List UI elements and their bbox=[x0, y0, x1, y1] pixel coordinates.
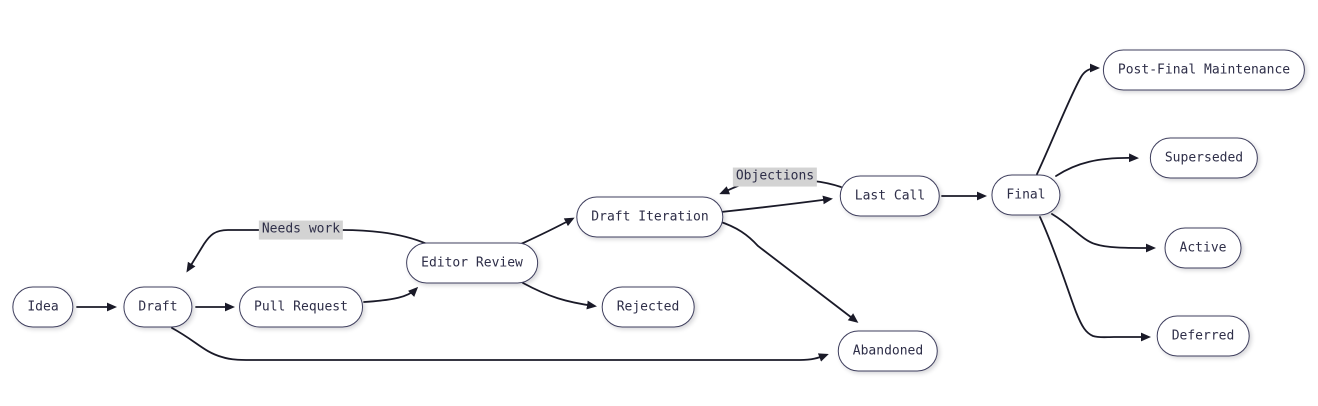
edge-draft-iteration-abandoned bbox=[717, 220, 859, 323]
edge-final-active bbox=[1051, 213, 1156, 253]
node-last-call: Last Call bbox=[839, 175, 941, 217]
node-pull-request: Pull Request bbox=[239, 286, 363, 328]
edge-final-superseded bbox=[1055, 153, 1139, 177]
edge-pull-request-editor-review bbox=[363, 286, 419, 303]
edge-draft-iteration-last-call bbox=[720, 195, 833, 213]
node-superseded: Superseded bbox=[1149, 137, 1259, 179]
edge-label-needs-work: Needs work bbox=[258, 220, 344, 240]
edge-draft-abandoned bbox=[171, 327, 829, 362]
edge-final-post-final-maintenance bbox=[1036, 63, 1100, 175]
edge-final-deferred bbox=[1039, 216, 1151, 342]
node-post-final-maintenance: Post-Final Maintenance bbox=[1102, 49, 1306, 91]
node-abandoned: Abandoned bbox=[837, 330, 939, 372]
node-active: Active bbox=[1164, 227, 1242, 269]
node-rejected: Rejected bbox=[601, 286, 695, 328]
node-final: Final bbox=[991, 174, 1061, 216]
edge-needs-work-draft bbox=[186, 229, 262, 273]
node-draft: Draft bbox=[123, 286, 193, 328]
edge-label-objections: Objections bbox=[732, 167, 818, 187]
edge-editor-review-rejected bbox=[522, 282, 597, 310]
node-draft-iteration: Draft Iteration bbox=[576, 196, 724, 238]
edge-editor-review-needs-work bbox=[341, 229, 428, 245]
node-idea: Idea bbox=[12, 286, 74, 328]
node-deferred: Deferred bbox=[1156, 315, 1250, 357]
node-editor-review: Editor Review bbox=[406, 242, 538, 284]
edge-last-call-objections bbox=[812, 180, 842, 188]
edge-editor-review-draft-iteration bbox=[520, 217, 575, 245]
